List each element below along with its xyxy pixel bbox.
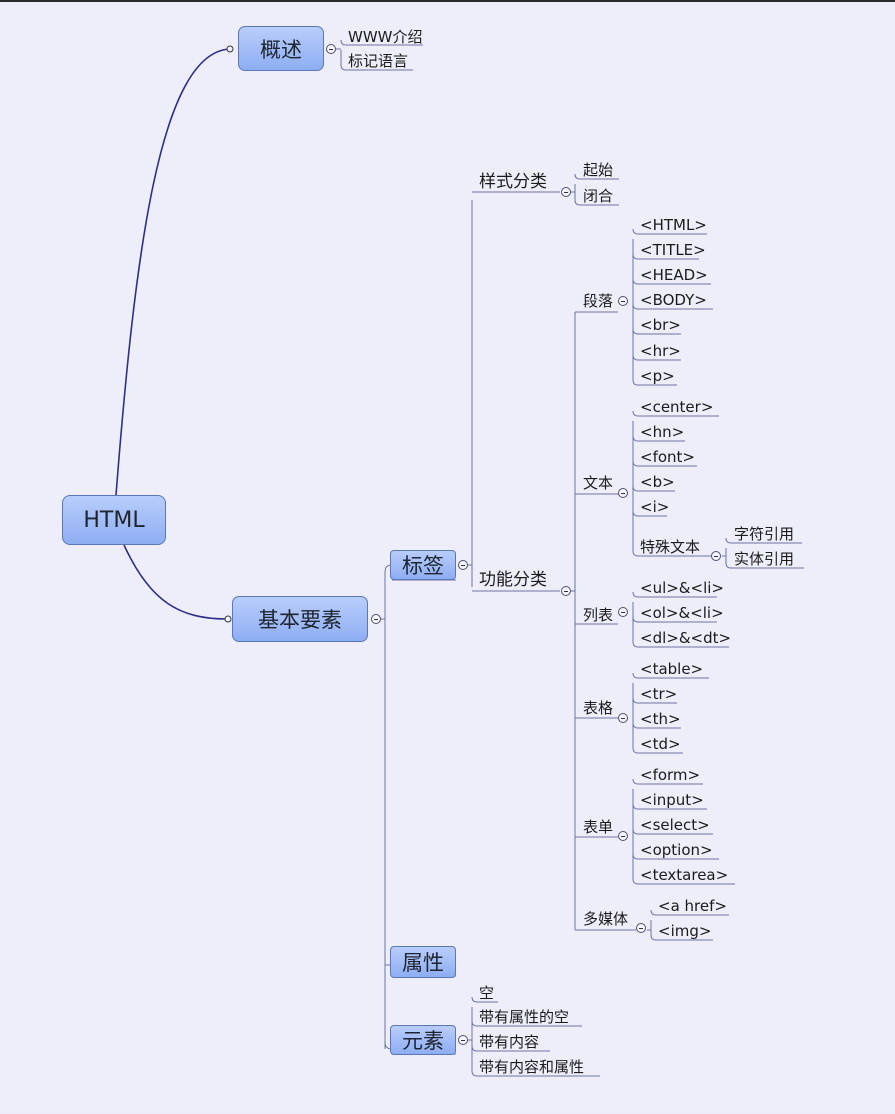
leaf-dl-dt: <dl>&<dt> <box>640 629 732 647</box>
leaf-select-tag: <select> <box>640 816 710 834</box>
leaf-start: 起始 <box>583 161 614 179</box>
collapse-toggle-icon[interactable] <box>618 831 628 841</box>
collapse-toggle-icon[interactable] <box>458 560 468 570</box>
collapse-toggle-icon[interactable] <box>371 614 381 624</box>
leaf-b-tag: <b> <box>640 473 675 491</box>
leaf-option-tag: <option> <box>640 841 713 859</box>
node-list[interactable]: 列表 <box>583 606 614 624</box>
leaf-ul-li: <ul>&<li> <box>640 579 724 597</box>
leaf-head-tag: <HEAD> <box>640 266 708 284</box>
collapse-toggle-icon[interactable] <box>326 44 336 54</box>
leaf-hr-tag: <hr> <box>640 342 681 360</box>
node-special-text[interactable]: 特殊文本 <box>640 538 701 556</box>
leaf-title-tag: <TITLE> <box>640 241 706 259</box>
leaf-hn-tag: <hn> <box>640 423 685 441</box>
leaf-html-tag: <HTML> <box>640 216 707 234</box>
node-table[interactable]: 表格 <box>583 699 614 717</box>
node-overview[interactable]: 概述 <box>238 26 324 71</box>
leaf-body-tag: <BODY> <box>640 291 707 309</box>
leaf-table-tag: <table> <box>640 660 704 678</box>
collapse-toggle-icon[interactable] <box>618 607 628 617</box>
leaf-font-tag: <font> <box>640 448 695 466</box>
leaf-textarea-tag: <textarea> <box>640 866 729 884</box>
leaf-entity-reference: 实体引用 <box>734 550 795 568</box>
collapse-toggle-icon[interactable] <box>561 187 571 197</box>
leaf-empty-with-attr: 带有属性的空 <box>479 1008 570 1026</box>
collapse-toggle-icon[interactable] <box>636 923 646 933</box>
leaf-ol-li: <ol>&<li> <box>640 604 724 622</box>
node-function-class[interactable]: 功能分类 <box>479 570 547 590</box>
leaf-close: 闭合 <box>583 187 614 205</box>
node-multimedia[interactable]: 多媒体 <box>583 910 629 928</box>
leaf-char-reference: 字符引用 <box>734 525 795 543</box>
leaf-markup-language: 标记语言 <box>348 52 409 70</box>
leaf-www-intro: WWW介绍 <box>348 28 423 46</box>
leaf-td-tag: <td> <box>640 735 681 753</box>
leaf-br-tag: <br> <box>640 316 681 334</box>
leaf-input-tag: <input> <box>640 791 704 809</box>
node-form[interactable]: 表单 <box>583 818 614 836</box>
collapse-toggle-icon[interactable] <box>618 713 628 723</box>
collapse-toggle-icon[interactable] <box>711 551 721 561</box>
collapse-toggle-icon[interactable] <box>618 488 628 498</box>
node-tags[interactable]: 标签 <box>390 550 456 580</box>
collapse-toggle-icon[interactable] <box>458 1035 468 1045</box>
leaf-center-tag: <center> <box>640 398 714 416</box>
node-paragraph[interactable]: 段落 <box>583 292 614 310</box>
leaf-p-tag: <p> <box>640 367 675 385</box>
leaf-th-tag: <th> <box>640 710 681 728</box>
leaf-empty: 空 <box>479 984 495 1002</box>
leaf-form-tag: <form> <box>640 766 701 784</box>
leaf-a-href: <a href> <box>658 897 727 915</box>
collapse-toggle-icon[interactable] <box>561 586 571 596</box>
leaf-img-tag: <img> <box>658 922 712 940</box>
collapse-toggle-icon[interactable] <box>618 296 628 306</box>
node-elements[interactable]: 元素 <box>390 1025 456 1055</box>
node-style-class[interactable]: 样式分类 <box>479 172 547 192</box>
leaf-i-tag: <i> <box>640 498 670 516</box>
leaf-with-content: 带有内容 <box>479 1033 540 1051</box>
root-node-html[interactable]: HTML <box>62 495 166 545</box>
node-text[interactable]: 文本 <box>583 474 614 492</box>
node-attributes[interactable]: 属性 <box>390 946 456 978</box>
leaf-tr-tag: <tr> <box>640 685 678 703</box>
leaf-content-and-attr: 带有内容和属性 <box>479 1058 585 1076</box>
node-basic-elements[interactable]: 基本要素 <box>232 596 368 642</box>
